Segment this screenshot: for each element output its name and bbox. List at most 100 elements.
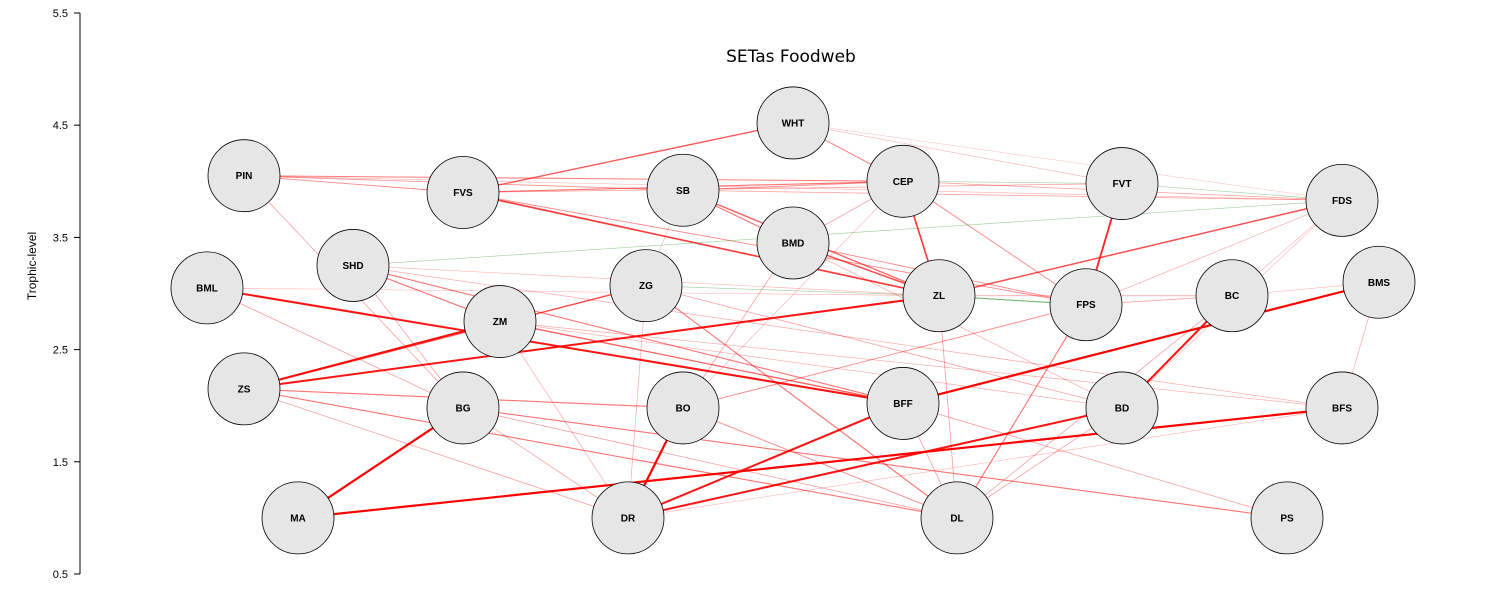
- node-bfs: BFS: [1305, 371, 1379, 445]
- node-label: ZL: [933, 291, 945, 302]
- link-fds-fps: [1085, 200, 1343, 306]
- node-label: PIN: [236, 171, 253, 182]
- node-label: DR: [621, 513, 636, 524]
- node-bg: BG: [426, 371, 500, 445]
- node-fvs: FVS: [426, 156, 500, 229]
- y-ticks: 0.5 1.5 2.5 3.5 4.5 5.5: [53, 8, 80, 581]
- link-zg-dr: [627, 285, 647, 518]
- link-cep-bo: [682, 181, 904, 409]
- node-label: BFS: [1332, 403, 1352, 414]
- node-circle: [463, 285, 537, 358]
- link-zs-dl: [243, 388, 958, 519]
- link-bms-bff: [902, 281, 1380, 405]
- node-circle: [609, 249, 683, 323]
- node-ma: MA: [261, 481, 335, 555]
- link-zl-dl: [938, 295, 958, 518]
- node-dl: DL: [920, 481, 994, 555]
- node-bms: BMS: [1342, 245, 1416, 319]
- y-tick-label: 4.5: [53, 120, 68, 132]
- node-circle: [207, 139, 281, 213]
- node-label: PS: [1280, 513, 1294, 524]
- link-zg-bd: [645, 285, 1123, 409]
- node-label: CEP: [893, 177, 914, 188]
- link-zl-zs: [243, 294, 940, 390]
- link-bml-bff: [206, 286, 904, 405]
- node-circle: [1305, 371, 1379, 445]
- link-bd-dr: [627, 406, 1123, 519]
- node-label: BMD: [782, 239, 805, 250]
- node-bo: BO: [646, 371, 720, 445]
- link-shd-bff: [352, 264, 904, 404]
- node-label: ZG: [639, 281, 653, 292]
- y-tick-label: 1.5: [53, 457, 68, 469]
- node-fds: FDS: [1305, 163, 1379, 237]
- node-label: SHD: [342, 261, 363, 272]
- link-zm-bff: [499, 320, 904, 405]
- link-cep-fvt: [902, 180, 1123, 184]
- y-tick-label: 2.5: [53, 345, 68, 357]
- link-fds-wht: [792, 122, 1343, 201]
- node-zl: ZL: [902, 259, 976, 333]
- node-cep: CEP: [866, 144, 940, 218]
- node-bmd: BMD: [756, 206, 830, 280]
- y-tick-label: 5.5: [53, 8, 68, 20]
- link-zm-bfs: [499, 321, 1343, 409]
- node-label: ZM: [493, 317, 507, 328]
- link-pin-fvs: [243, 175, 464, 193]
- node-circle: [902, 259, 976, 333]
- link-bff-dr: [627, 402, 904, 519]
- link-shd-fds: [352, 200, 1343, 266]
- link-fps-dl: [956, 304, 1087, 519]
- node-label: WHT: [782, 118, 805, 129]
- node-fps: FPS: [1049, 268, 1123, 342]
- node-label: DL: [950, 513, 963, 524]
- link-bfs-dr: [627, 407, 1343, 519]
- node-label: FDS: [1332, 196, 1352, 207]
- link-zs-zm: [243, 320, 501, 390]
- link-pin-cep: [243, 175, 904, 182]
- node-label: ZS: [238, 384, 251, 395]
- node-circle: [316, 229, 390, 302]
- node-circle: [1305, 163, 1379, 237]
- link-bml-bg: [206, 287, 464, 409]
- chart-title: SETas Foodweb: [726, 47, 856, 67]
- node-bff: BFF: [866, 367, 940, 440]
- link-sb-fds: [682, 189, 1343, 201]
- link-zm-bd: [499, 321, 1123, 409]
- link-bfs-ma: [297, 406, 1343, 519]
- node-circle: [170, 251, 244, 325]
- node-circle: [866, 144, 940, 218]
- node-circle: [1085, 147, 1159, 220]
- node-circle: [426, 371, 500, 445]
- link-fps-bo: [682, 304, 1087, 409]
- node-circle: [1195, 259, 1269, 333]
- node-zm: ZM: [463, 285, 537, 358]
- node-dr: DR: [591, 481, 665, 555]
- node-circle: [756, 206, 830, 280]
- node-label: BML: [196, 283, 218, 294]
- node-label: FVT: [1113, 179, 1132, 190]
- node-circle: [646, 371, 720, 445]
- node-bd: BD: [1085, 371, 1159, 445]
- node-circle: [426, 156, 500, 229]
- node-circle: [646, 153, 720, 227]
- node-label: SB: [676, 186, 690, 197]
- y-tick-label: 3.5: [53, 232, 68, 244]
- link-fvs-zl: [462, 191, 940, 297]
- node-circle: [591, 481, 665, 555]
- node-label: BC: [1225, 291, 1239, 302]
- nodes-layer: WHT PIN FVS SB CEP FVT FDS BMD SHD BML ZG ZL FPS BC BM…: [170, 86, 1416, 555]
- node-circle: [920, 481, 994, 555]
- y-tick-label: 0.5: [53, 569, 68, 581]
- y-axis-title: Trophic-level: [25, 232, 39, 300]
- node-label: BG: [456, 403, 471, 414]
- node-circle: [1085, 371, 1159, 445]
- node-circle: [1250, 481, 1324, 555]
- link-fvt-wht: [792, 122, 1123, 184]
- node-circle: [866, 367, 940, 440]
- link-zg-zl: [645, 285, 940, 297]
- node-label: BFF: [893, 399, 912, 410]
- node-label: FVS: [453, 188, 473, 199]
- link-zs-dr: [243, 388, 629, 519]
